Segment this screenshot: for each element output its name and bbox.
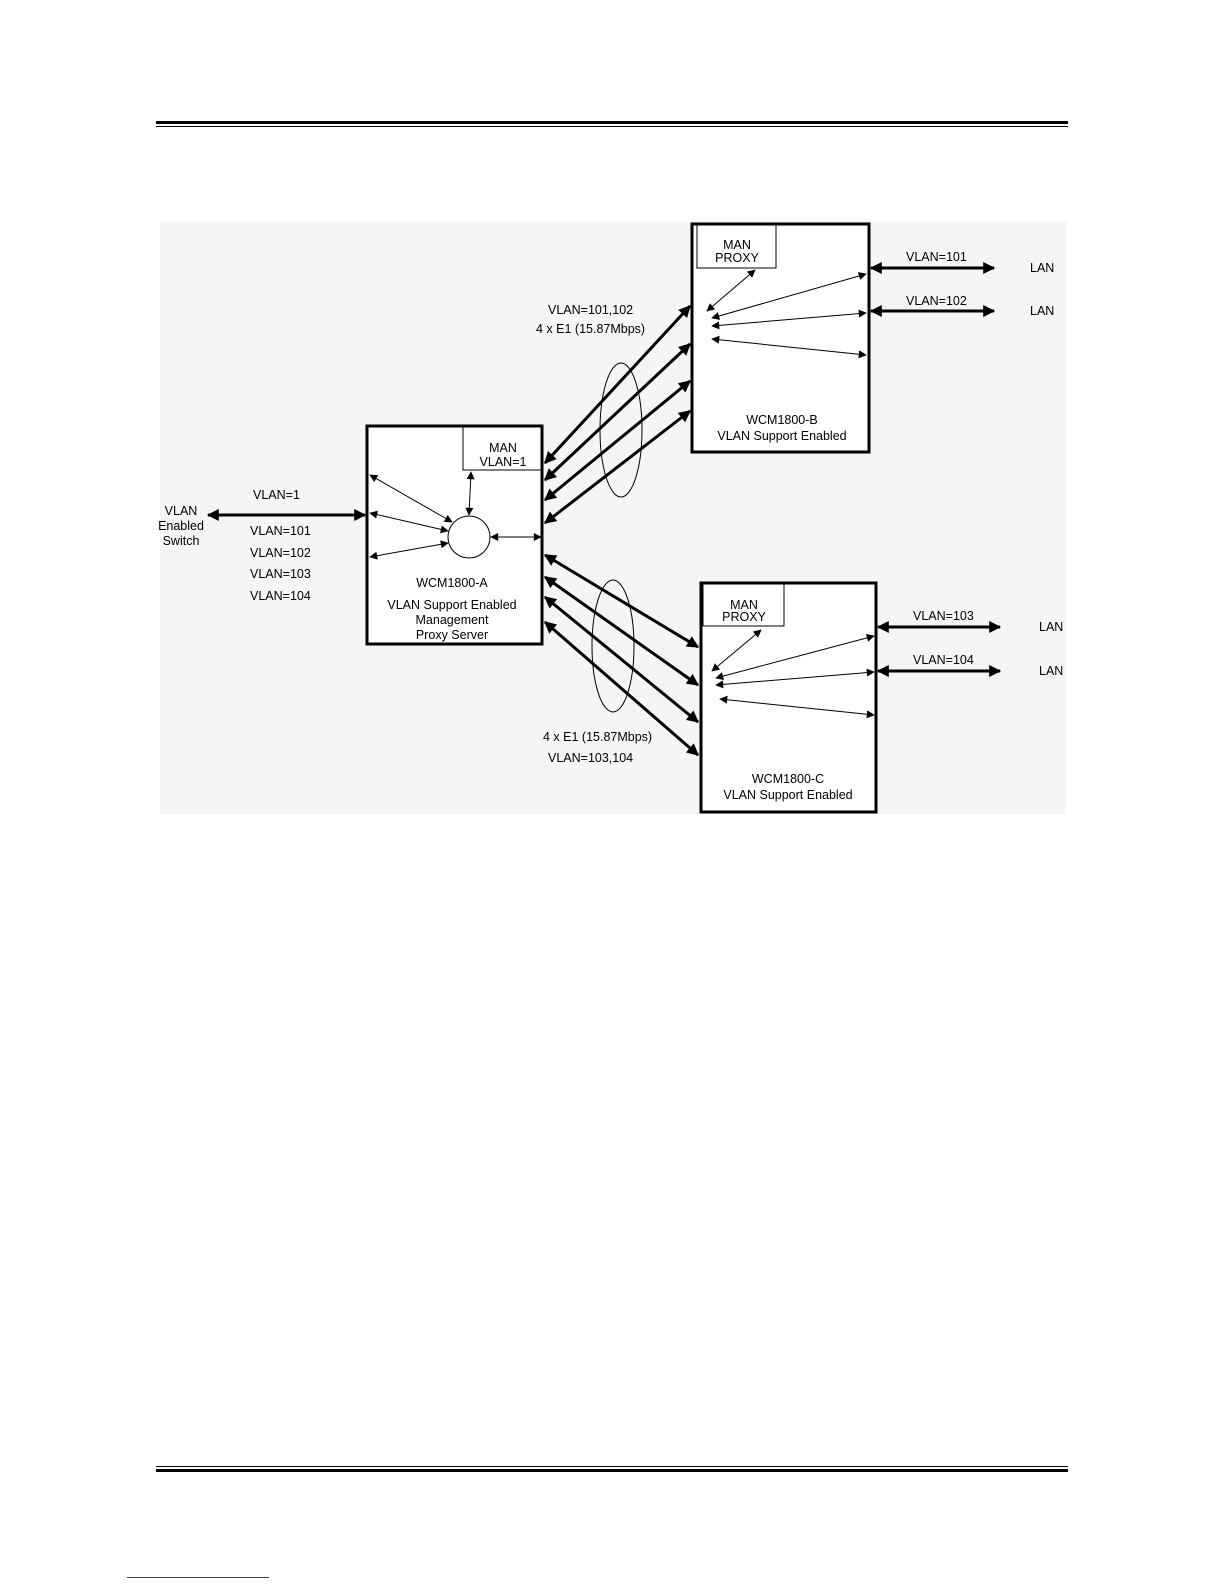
trunk-vlan-top: VLAN=1 (253, 488, 300, 502)
node-a-desc-3: Proxy Server (416, 628, 488, 642)
trunk-vlan-104: VLAN=104 (250, 589, 311, 603)
node-b-name: WCM1800-B (746, 413, 818, 427)
node-a-internal-arrows (369, 471, 542, 560)
link-ab-vlans: VLAN=101,102 (548, 303, 633, 317)
bundle-ellipse-ab (599, 362, 643, 498)
node-b-man-label-2: PROXY (715, 251, 759, 265)
node-b-port-vlan-102: VLAN=102 (906, 294, 967, 308)
node-a-man-label-1: MAN (489, 441, 517, 455)
switch-label-2: Enabled (158, 519, 204, 533)
link-ac-bundle: 4 x E1 (15.87Mbps) (543, 730, 652, 744)
node-b-lan-2: LAN (1030, 304, 1054, 318)
node-c-port-vlan-103: VLAN=103 (913, 609, 974, 623)
footer-link-underline (127, 1577, 269, 1578)
node-b-internal-arrows (706, 269, 867, 359)
trunk-links (206, 262, 1002, 757)
node-c-man-label-1: MAN (730, 598, 758, 612)
header-rule-thick (156, 121, 1068, 124)
node-b-lan-1: LAN (1030, 261, 1054, 275)
trunk-vlan-101: VLAN=101 (250, 524, 311, 538)
node-c-port-vlan-104: VLAN=104 (913, 653, 974, 667)
node-a-name: WCM1800-A (416, 576, 488, 590)
node-c-internal-arrows (711, 629, 875, 719)
header-rule-thin (156, 126, 1068, 127)
switch-label-1: VLAN (165, 504, 198, 518)
node-a-desc-2: Management (416, 613, 489, 627)
node-c-lan-2: LAN (1039, 664, 1063, 678)
node-a-man-label-2: VLAN=1 (480, 455, 527, 469)
link-ab-bundle: 4 x E1 (15.87Mbps) (536, 322, 645, 336)
switch-label-3: Switch (163, 534, 200, 548)
link-ac-vlans: VLAN=103,104 (548, 751, 633, 765)
node-a-desc-1: VLAN Support Enabled (387, 598, 516, 612)
node-b-man-label-1: MAN (723, 238, 751, 252)
footer-rule-thick (156, 1469, 1068, 1472)
node-c-name: WCM1800-C (752, 772, 824, 786)
footer-rule-thin (156, 1466, 1068, 1467)
node-c-lan-1: LAN (1039, 620, 1063, 634)
bundle-ellipse-ac (591, 579, 635, 713)
node-b-port-vlan-101: VLAN=101 (906, 250, 967, 264)
trunk-vlan-102: VLAN=102 (250, 546, 311, 560)
node-b-desc-1: VLAN Support Enabled (717, 429, 846, 443)
node-c-desc-1: VLAN Support Enabled (723, 788, 852, 802)
node-c-man-label-2: PROXY (722, 610, 766, 624)
trunk-vlan-103: VLAN=103 (250, 567, 311, 581)
